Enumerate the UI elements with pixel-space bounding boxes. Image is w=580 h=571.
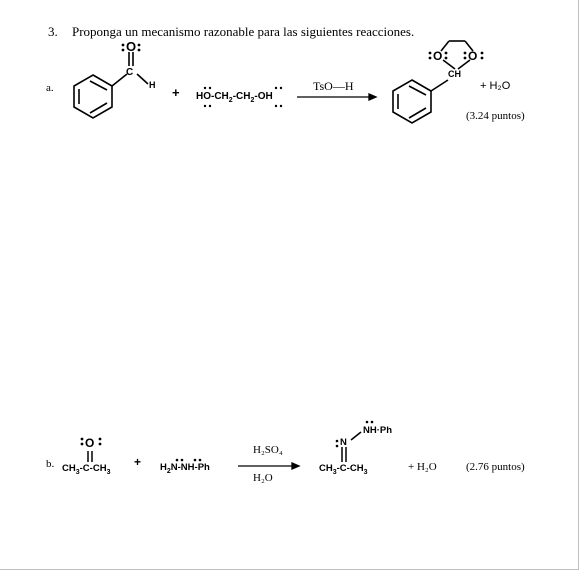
- reaction-b-reagent-bottom: H₂O: [253, 472, 273, 484]
- acetal-o-lone-pairs: [428, 51, 484, 60]
- reaction-a-plus: +: [172, 85, 180, 100]
- acetone-o-lone-pairs: [80, 437, 102, 446]
- reaction-b-arrow: [238, 462, 301, 470]
- ho-dots: HO: [196, 91, 211, 102]
- hydrazone-nhph: NH·Ph: [363, 425, 393, 436]
- reaction-b-label: b.: [46, 458, 55, 470]
- acetal-o-right: O: [468, 49, 478, 63]
- reaction-b-reagent-top: H₂SO₄: [253, 444, 283, 456]
- benzaldehyde-o-lone-pairs: [121, 43, 141, 52]
- benzaldehyde-h: H: [149, 80, 156, 90]
- hydrazone: CH3-C-CH3: [319, 463, 368, 476]
- reaction-a-label: a.: [46, 82, 54, 94]
- benzaldehyde-o: O: [126, 39, 137, 54]
- ethylene-glycol: HO-CH2-CH2-OH: [196, 91, 273, 104]
- reaction-b-water: + H₂O: [408, 461, 437, 473]
- reaction-a-water: + H₂O: [480, 80, 511, 92]
- hydrazine-lone-pairs: [175, 458, 202, 462]
- hydrazone-lone-pairs: [335, 420, 374, 448]
- question-text: Proponga un mecanismo razonable para las…: [72, 24, 415, 39]
- reaction-a-arrow: [297, 93, 378, 101]
- benzaldehyde-ring: [73, 52, 149, 119]
- question-number: 3.: [48, 24, 58, 39]
- acetal-ch: CH: [448, 69, 461, 79]
- benzaldehyde-c: C: [126, 67, 134, 78]
- phenylhydrazine: H2N-NH-Ph: [160, 462, 210, 475]
- acetal-ring: [392, 40, 474, 124]
- acetone: CH3-C-CH3: [62, 463, 111, 476]
- hydrazone-n: N: [340, 437, 347, 448]
- reaction-b-bonds: [87, 431, 362, 462]
- acetal-o-left: O: [433, 49, 443, 63]
- reaction-a-points: (3.24 puntos): [466, 110, 525, 122]
- reaction-b-plus: +: [134, 455, 142, 469]
- acetone-o: O: [85, 436, 95, 450]
- reaction-a-reagent: TsO—H: [313, 79, 354, 93]
- reaction-b-points: (2.76 puntos): [466, 461, 525, 473]
